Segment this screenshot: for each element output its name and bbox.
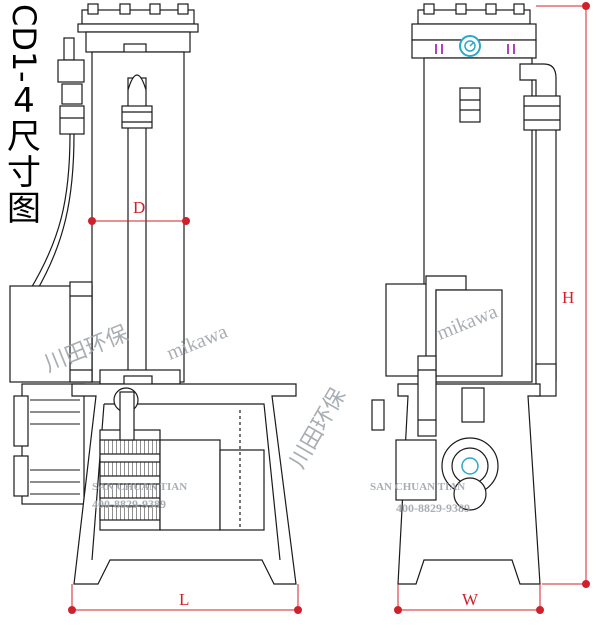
dim-l-endpoint-left [68, 606, 76, 614]
dim-d-endpoint-right [182, 217, 190, 225]
side-return-pipe [519, 63, 557, 381]
dim-w-endpoint-left [394, 606, 402, 614]
dimension-lines [68, 2, 590, 614]
watermark-left-sub: SAN CHUAN TIAN [92, 481, 187, 493]
title-part-tu: 图 [7, 188, 41, 229]
watermark-right-brand-cn: 川田环保 [285, 384, 351, 473]
front-drain-tube [29, 133, 71, 291]
front-pump-casing [21, 383, 85, 505]
side-valve-marks [435, 44, 515, 54]
front-top-flange [81, 9, 195, 25]
title-part-model: CD1 [5, 4, 43, 72]
page-title: CD1 - 4 尺 寸 图 [2, 4, 46, 227]
dim-w-label: W [462, 590, 479, 609]
side-view [371, 3, 561, 585]
watermark-right-sub: SAN CHUAN TIAN [370, 481, 465, 493]
dim-l-endpoint-right [294, 606, 302, 614]
front-side-gauge [63, 37, 75, 61]
watermark-right-phone: 400-8829-9389 [396, 501, 470, 515]
title-part-number: 4 [13, 80, 35, 121]
pressure-gauge-icon [459, 35, 481, 57]
dim-d-endpoint-left [88, 217, 96, 225]
side-pump-impeller [441, 437, 499, 511]
side-flange-bolts [423, 3, 525, 15]
side-top-flange [417, 9, 531, 25]
front-flange-bolts [87, 3, 189, 15]
title-part-cun: 寸 [7, 152, 41, 193]
watermark-left-phone: 400-8829-9389 [92, 497, 166, 511]
dim-l-label: L [179, 590, 190, 609]
dim-w-endpoint-right [536, 606, 544, 614]
dim-h-endpoint-top [582, 2, 590, 10]
title-part-chi: 尺 [7, 116, 41, 157]
dim-h-label: H [562, 288, 575, 307]
dim-d-label: D [133, 198, 146, 217]
dim-h-endpoint-bottom [582, 580, 590, 588]
front-view [9, 3, 297, 585]
title-part-dash: - [5, 71, 43, 83]
